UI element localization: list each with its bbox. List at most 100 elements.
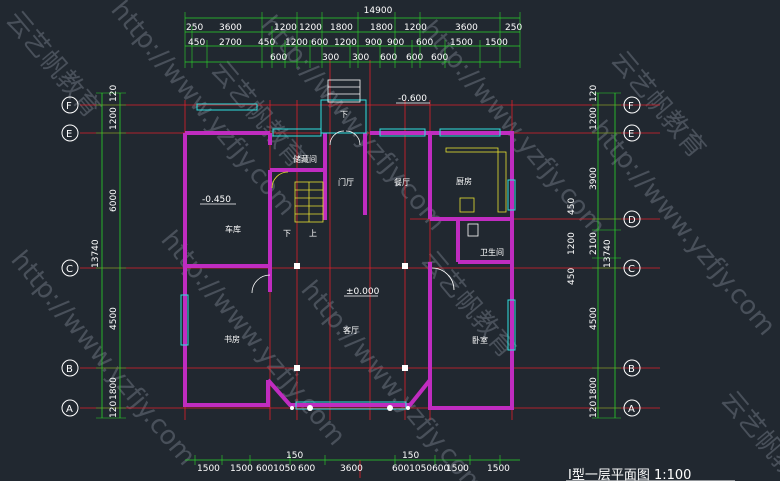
- dim-text: 1500: [230, 464, 253, 474]
- watermark-brand: 云艺帆教育: [0, 5, 106, 124]
- axis-label: F: [66, 101, 72, 112]
- dim-text: 250: [186, 23, 203, 33]
- kitchen-counter: [497, 151, 507, 213]
- axis-bubble: [623, 96, 641, 114]
- axis-bubble: [61, 96, 79, 114]
- dim-col-left: 120 1200 6000 4500 1800 120 13740: [91, 85, 119, 418]
- kitchen-sink: [459, 197, 475, 213]
- dim-text: 1800: [370, 23, 393, 33]
- door-swing: [329, 130, 345, 146]
- dim-text: 1500: [485, 38, 508, 48]
- dim-text: 1200: [109, 107, 119, 130]
- dim-text: 1800: [330, 23, 353, 33]
- room-label-garage: 车库: [225, 224, 241, 234]
- watermark-url: http://www.yzfjy.com: [5, 245, 202, 471]
- dim-text: 120: [589, 401, 599, 418]
- room-label-bathroom: 卫生间: [480, 247, 504, 257]
- level-marks: -0.600 -0.450 ±0.000: [200, 94, 430, 297]
- dim-text: 1200: [589, 107, 599, 130]
- column: [290, 406, 294, 410]
- dim-text: 1800: [589, 377, 599, 400]
- axis-label: C: [66, 264, 73, 275]
- door-swing: [431, 267, 455, 291]
- level-mark-living: ±0.000: [346, 287, 380, 297]
- room-label-study: 书房: [224, 334, 240, 344]
- dim-text: 1200: [274, 23, 297, 33]
- dim-row-bottom: 1500 1500 6001050 600 3600 6001050600 15…: [197, 451, 510, 474]
- axis-bubble: [61, 399, 79, 417]
- axis-bubbles-right: [623, 96, 641, 417]
- room-label-stair-up: 上: [309, 229, 317, 238]
- dim-text: 3600: [219, 23, 242, 33]
- window: [507, 299, 516, 351]
- watermark-brand: 云艺帆教育: [715, 385, 780, 481]
- dim-text: 600: [380, 53, 397, 63]
- dim-text: 3600: [340, 464, 363, 474]
- door-swing: [251, 274, 271, 294]
- axis-bubble: [623, 259, 641, 277]
- axis-bubble: [623, 210, 641, 228]
- dim-text: 450: [258, 38, 275, 48]
- axis-label: B: [66, 364, 73, 375]
- axis-bubble: [61, 359, 79, 377]
- room-label-stair-down: 下: [283, 229, 291, 238]
- exterior-wall: [266, 378, 432, 407]
- dim-text: 120: [589, 85, 599, 102]
- dim-text: 450: [567, 268, 577, 285]
- dim-text: 150: [286, 451, 303, 461]
- room-label-foyer: 门厅: [338, 177, 354, 187]
- dim-text: 6000: [109, 189, 119, 212]
- dim-text: 600: [311, 38, 328, 48]
- dim-text: 300: [352, 53, 369, 63]
- column: [402, 263, 408, 269]
- room-label-entry-down: 下: [340, 110, 348, 119]
- window: [196, 103, 258, 111]
- door-swing: [271, 171, 289, 189]
- dim-text: 3600: [455, 23, 478, 33]
- window: [180, 294, 189, 346]
- axis-bubbles-left: [61, 96, 79, 417]
- column: [307, 405, 313, 411]
- dim-text: 3900: [589, 167, 599, 190]
- room-label-dining: 餐厅: [394, 178, 410, 187]
- room-labels: 车库 储藏间 门厅 餐厅 厨房 卫生间 客厅 书房 卧室 下 上 下: [224, 110, 504, 345]
- axis-bubble: [623, 399, 641, 417]
- dim-text: 1500: [487, 464, 510, 474]
- dim-text: 1500: [197, 464, 220, 474]
- dim-text: 1200: [404, 23, 427, 33]
- dim-text: 1200: [299, 23, 322, 33]
- dim-text: 6001050: [256, 464, 296, 474]
- dim-text: 150: [402, 451, 419, 461]
- dim-text: 250: [505, 23, 522, 33]
- dim-text: 1200: [285, 38, 308, 48]
- dimension-lines: [96, 12, 621, 465]
- column: [402, 365, 408, 371]
- axis-label: C: [628, 264, 635, 275]
- exterior-wall: [370, 131, 514, 410]
- axis-bubble: [623, 359, 641, 377]
- window: [295, 401, 407, 410]
- axis-bubble: [623, 124, 641, 142]
- level-mark-garage: -0.450: [202, 195, 231, 205]
- dim-text: 900: [365, 38, 382, 48]
- dim-col-right: 120 1200 3900 450 1200 2100 450 4500 180…: [567, 85, 613, 418]
- axis-bubble: [61, 259, 79, 277]
- dim-text: 2100: [589, 232, 599, 255]
- axis-label: E: [66, 129, 72, 140]
- room-label-kitchen: 厨房: [456, 176, 472, 186]
- toilet: [467, 223, 479, 237]
- room-label-bedroom: 卧室: [472, 335, 488, 345]
- dim-text: 600: [298, 464, 315, 474]
- dim-text: 4500: [109, 307, 119, 330]
- dim-total-top: 14900: [364, 6, 393, 16]
- storage-shelf: [445, 147, 499, 153]
- column: [294, 263, 300, 269]
- dim-text: 300: [322, 53, 339, 63]
- axis-label: A: [628, 404, 635, 415]
- column-layer: [290, 263, 410, 411]
- level-mark-top: -0.600: [398, 94, 427, 104]
- axis-label: B: [628, 364, 635, 375]
- dim-text: 2700: [219, 38, 242, 48]
